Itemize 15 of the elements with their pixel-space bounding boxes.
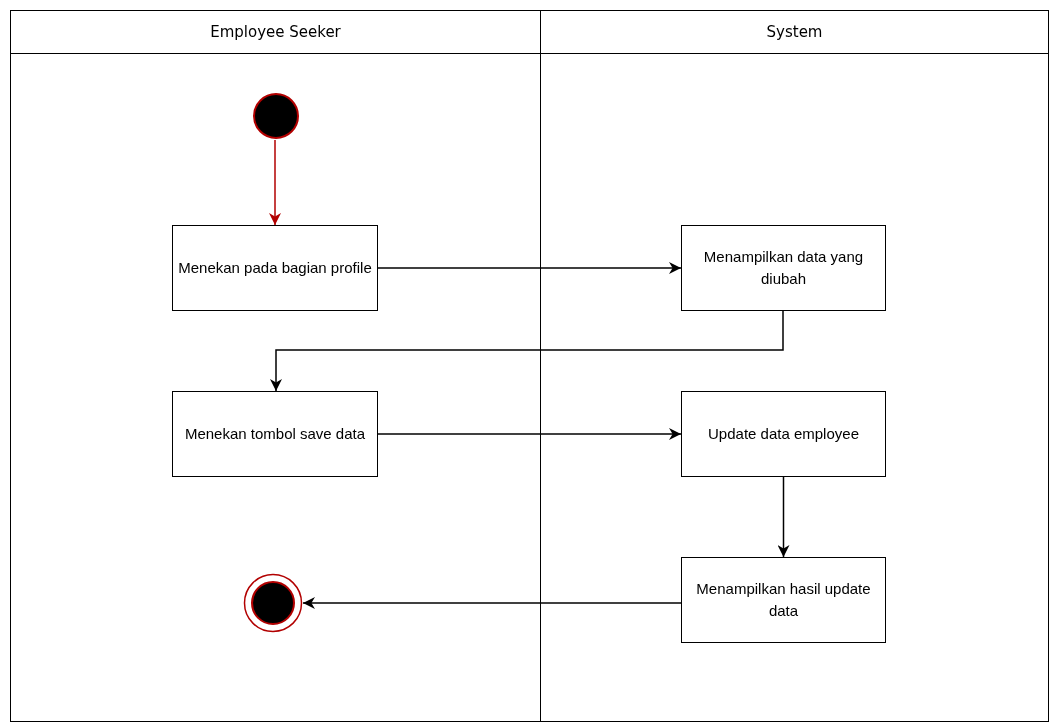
- arrow: [302, 597, 682, 609]
- action-box: Update data employee: [681, 391, 886, 477]
- lane-header: System: [541, 11, 1048, 54]
- arrow: [377, 262, 682, 274]
- swimlane: [10, 10, 541, 722]
- action-box: Menampilkan hasil update data: [681, 557, 886, 643]
- action-box: Menampilkan data yang diubah: [681, 225, 886, 311]
- arrow: [270, 310, 784, 392]
- lane-header: Employee Seeker: [11, 11, 540, 54]
- arrow: [777, 476, 790, 558]
- action-box: Menekan tombol save data: [172, 391, 378, 477]
- arrow: [377, 428, 682, 440]
- arrow: [269, 139, 281, 226]
- swimlane: [540, 10, 1049, 722]
- action-box: Menekan pada bagian profile: [172, 225, 378, 311]
